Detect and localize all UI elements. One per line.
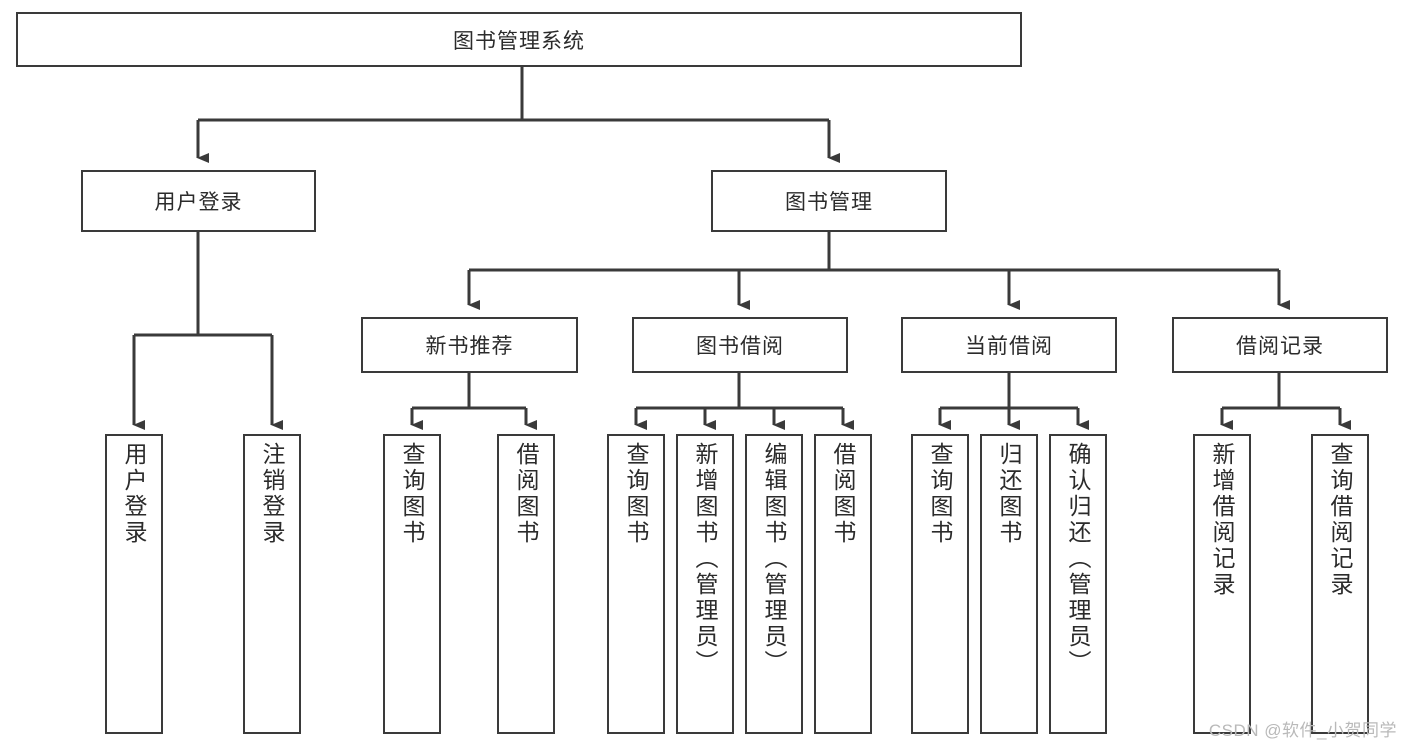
- watermark: CSDN @软件_小贺同学: [1208, 721, 1397, 740]
- leaf-borrow-add-book-admin[interactable]: 新增图书（管理员）: [676, 434, 734, 734]
- node-label: 借阅图书: [513, 442, 540, 546]
- node-label: 查询图书: [399, 442, 426, 546]
- node-current-borrow[interactable]: 当前借阅: [901, 317, 1117, 373]
- node-user-login[interactable]: 用户登录: [81, 170, 316, 232]
- node-borrow-record[interactable]: 借阅记录: [1172, 317, 1388, 373]
- node-label: 新增图书（管理员）: [692, 442, 719, 676]
- node-label: 编辑图书（管理员）: [761, 442, 788, 676]
- node-label: 查询图书: [623, 442, 650, 546]
- leaf-current-return-book[interactable]: 归还图书: [980, 434, 1038, 734]
- node-label: 用户登录: [154, 191, 243, 214]
- node-label: 注销登录: [259, 442, 286, 546]
- leaf-recommend-query-book[interactable]: 查询图书: [383, 434, 441, 734]
- node-book-borrow[interactable]: 图书借阅: [632, 317, 848, 373]
- leaf-logout-login[interactable]: 注销登录: [243, 434, 301, 734]
- node-label: 用户登录: [121, 442, 148, 546]
- leaf-recommend-borrow-book[interactable]: 借阅图书: [497, 434, 555, 734]
- node-new-book-recommend[interactable]: 新书推荐: [361, 317, 578, 373]
- node-label: 借阅图书: [830, 442, 857, 546]
- node-label: 当前借阅: [965, 335, 1053, 358]
- node-label: 图书管理: [785, 191, 873, 214]
- node-label: 查询图书: [927, 442, 954, 546]
- node-root-book-management-system[interactable]: 图书管理系统: [16, 12, 1022, 67]
- leaf-record-query-borrow-record[interactable]: 查询借阅记录: [1311, 434, 1369, 734]
- node-label: 查询借阅记录: [1327, 442, 1354, 598]
- node-label: 确认归还（管理员）: [1065, 442, 1092, 676]
- node-label: 新增借阅记录: [1209, 442, 1236, 598]
- node-label: 归还图书: [996, 442, 1023, 546]
- node-book-management[interactable]: 图书管理: [711, 170, 947, 232]
- leaf-current-confirm-return-admin[interactable]: 确认归还（管理员）: [1049, 434, 1107, 734]
- leaf-record-add-borrow-record[interactable]: 新增借阅记录: [1193, 434, 1251, 734]
- node-label: 新书推荐: [425, 335, 514, 358]
- leaf-user-login[interactable]: 用户登录: [105, 434, 163, 734]
- leaf-current-query-book[interactable]: 查询图书: [911, 434, 969, 734]
- node-label: 借阅记录: [1236, 335, 1324, 358]
- node-label: 图书借阅: [696, 335, 784, 358]
- leaf-borrow-query-book[interactable]: 查询图书: [607, 434, 665, 734]
- node-label: 图书管理系统: [453, 29, 585, 53]
- leaf-borrow-borrow-book[interactable]: 借阅图书: [814, 434, 872, 734]
- leaf-borrow-edit-book-admin[interactable]: 编辑图书（管理员）: [745, 434, 803, 734]
